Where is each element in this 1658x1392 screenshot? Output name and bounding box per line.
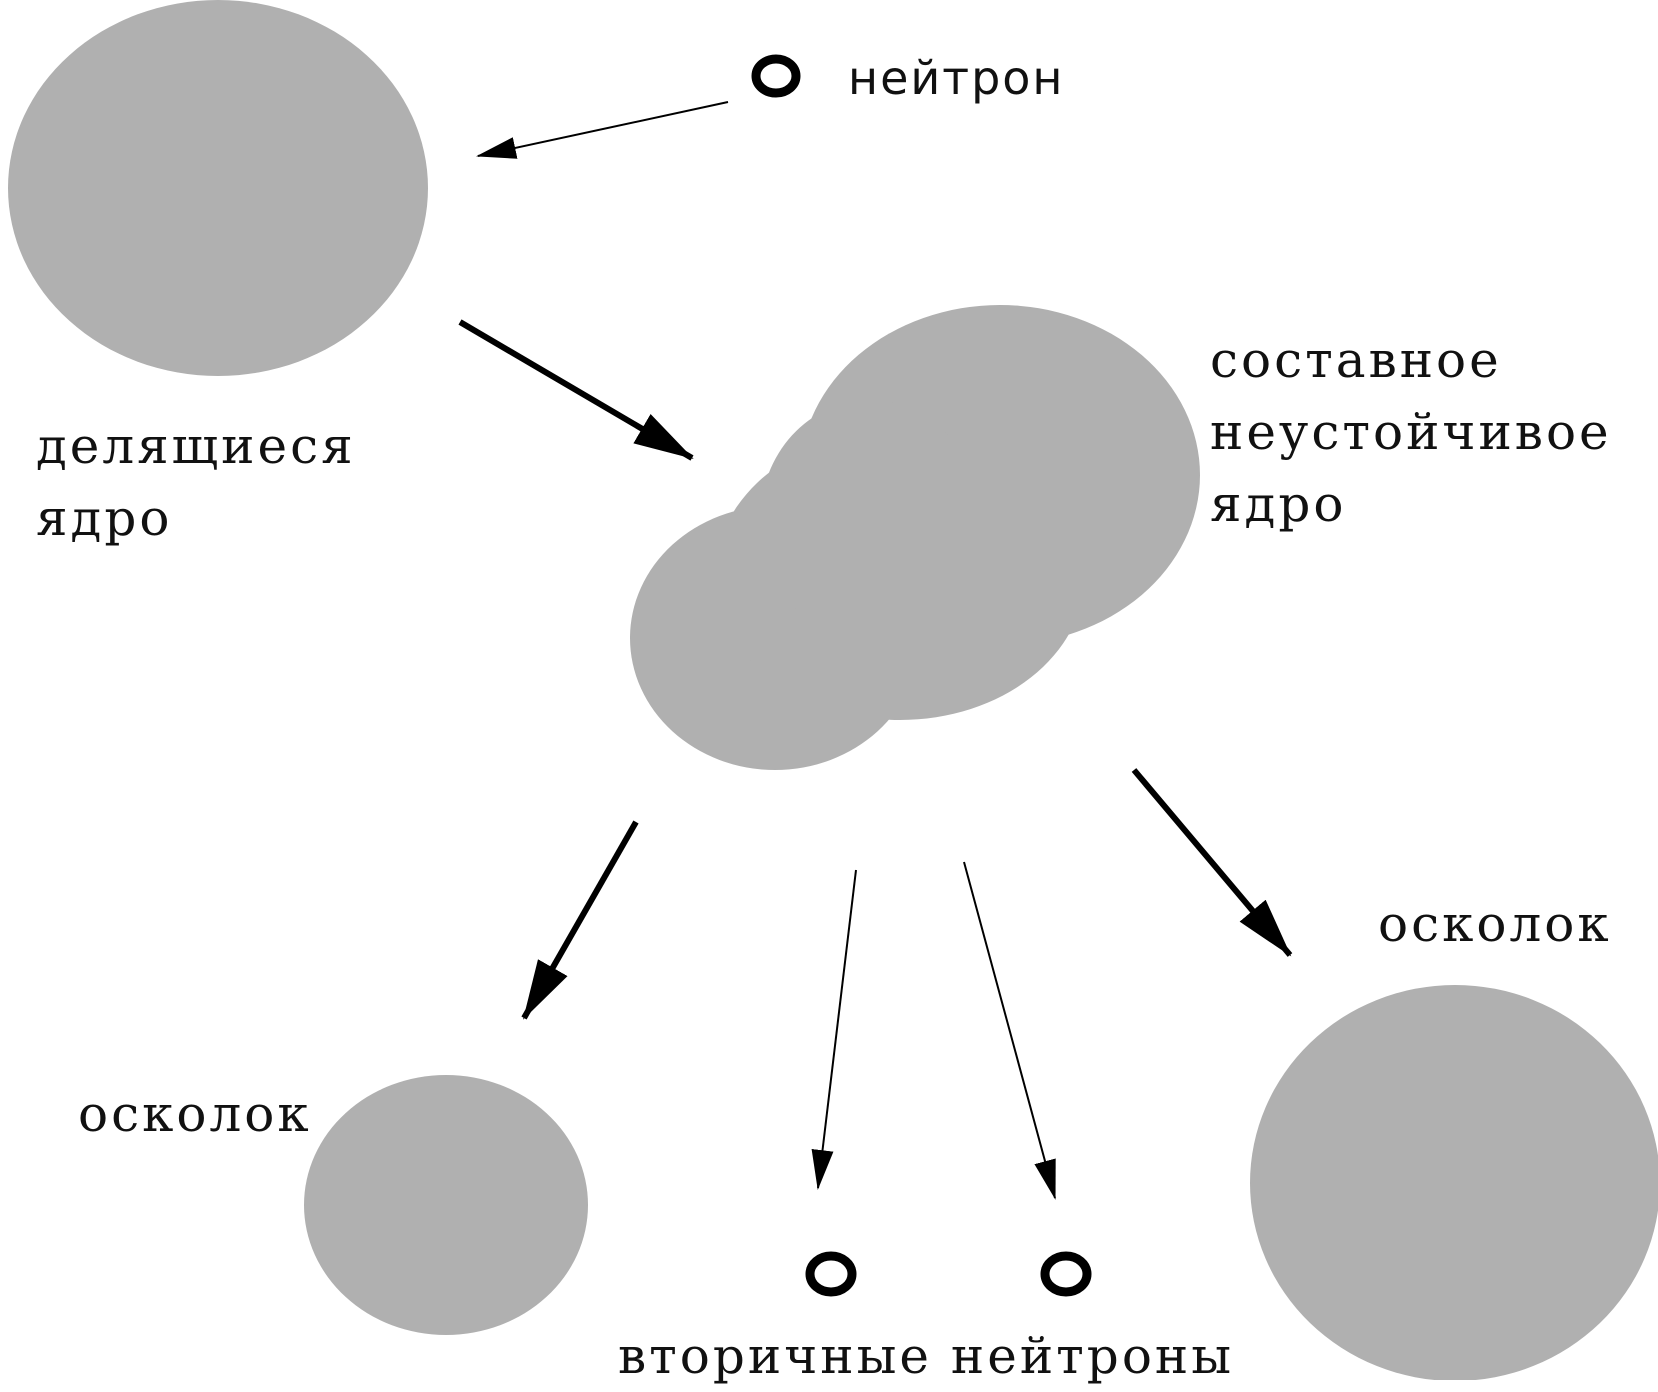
compound-nucleus-label-line-2: неустойчивое — [1210, 403, 1612, 461]
neutron-label: нейтрон — [848, 51, 1065, 105]
secondary-neutron-icon-1 — [805, 1251, 857, 1297]
fragment-right-label: осколок — [1378, 895, 1612, 953]
compound-nucleus-label-line-3: ядро — [1210, 475, 1347, 533]
fissile-nucleus-label: делящиеся ядро — [36, 410, 356, 554]
fissile-nucleus-label-line-2: ядро — [36, 489, 173, 547]
fissile-nucleus — [8, 0, 428, 376]
fragment-right — [1250, 985, 1658, 1380]
secondary-neutron-icon-2 — [1040, 1251, 1092, 1297]
compound-nucleus-label-line-1: составное — [1210, 331, 1502, 389]
fissile-nucleus-label-line-1: делящиеся — [36, 417, 356, 475]
fragment-right-arrow — [1131, 768, 1293, 957]
secondary-neutron-arrow-2 — [963, 861, 1056, 1200]
fragment-left-arrow — [521, 820, 639, 1020]
capture-arrow — [458, 319, 694, 461]
incoming-neutron-icon — [751, 54, 801, 98]
incoming-neutron-arrow — [476, 101, 729, 159]
compound-nucleus-label: составное неустойчивое ядро — [1210, 324, 1612, 540]
secondary-neutrons-label: вторичные нейтроны — [618, 1327, 1235, 1385]
fragment-left-label: осколок — [78, 1085, 312, 1143]
compound-nucleus — [630, 305, 1200, 770]
secondary-neutron-arrow-1 — [811, 869, 857, 1190]
fragment-left — [304, 1075, 588, 1335]
